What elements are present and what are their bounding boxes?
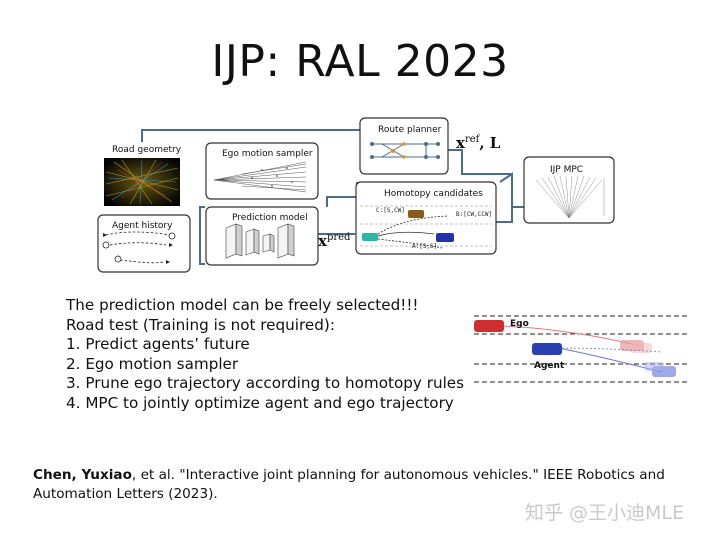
candidate-car-brown: [408, 210, 424, 218]
watermark: 知乎 @王小迪MLE: [525, 502, 685, 524]
ego-trajectory: [501, 325, 652, 353]
bullet-line: 2. Ego motion sampler: [66, 354, 239, 373]
route-planner-panel: Route planner: [359, 117, 449, 175]
citation-author: Chen, Yuxiao: [33, 467, 132, 483]
bullet-line: 3. Prune ego trajectory according to hom…: [66, 374, 465, 393]
ego-car: [474, 320, 504, 332]
bullet-line: Road test (Training is not required):: [66, 315, 335, 334]
candidate-car-blue: [436, 233, 454, 242]
bullet-line: 1. Predict agents’ future: [66, 335, 250, 354]
agent-car: [532, 343, 562, 355]
prediction-model-label: Prediction model: [232, 213, 308, 223]
homotopy-candidates-panel: Homotopy candidates C:[S,CW] B:[CW,CCW] …: [355, 181, 497, 255]
agent-label: Agent: [534, 361, 565, 371]
road-geometry-label: Road geometry: [112, 145, 182, 155]
candidate-car-teal: [362, 233, 378, 241]
agent-history-panel: Agent history: [97, 214, 191, 273]
slide-title: IJP: RAL 2023: [211, 36, 509, 87]
ijp-architecture-diagram: Road geometry Agent history: [97, 117, 615, 273]
homotopy-candidates-label: Homotopy candidates: [384, 189, 483, 199]
ego-label: Ego: [510, 319, 529, 329]
bullet-list: The prediction model can be freely selec…: [66, 296, 464, 414]
citation-rest: , et al. "Interactive joint planning for…: [33, 467, 665, 502]
bullet-line: 4. MPC to jointly optimize agent and ego…: [66, 393, 454, 412]
route-planner-label: Route planner: [378, 125, 442, 135]
ego-motion-sampler-label: Ego motion sampler: [222, 149, 313, 159]
homotopy-tag-a: A:[S,S]: [412, 243, 437, 250]
homotopy-tag-c: C:[S,CW]: [376, 207, 405, 214]
prediction-model-panel: Prediction model: [205, 206, 319, 266]
homotopy-tag-b: B:[CW,CCW]: [456, 211, 492, 218]
ijp-mpc-panel: IJP MPC: [523, 156, 615, 224]
agent-trajectory: [557, 347, 676, 377]
ijp-mpc-label: IJP MPC: [550, 165, 583, 175]
agent-history-label: Agent history: [112, 221, 173, 231]
x-ref-symbol: xref, L: [456, 134, 501, 152]
x-pred-symbol: xpred: [318, 232, 351, 250]
road-geometry-image: [104, 158, 180, 206]
ego-agent-trajectory-figure: Ego Agent: [474, 315, 688, 383]
ego-motion-sampler-panel: Ego motion sampler: [205, 142, 319, 200]
bullet-line: The prediction model can be freely selec…: [66, 296, 419, 314]
citation: Chen, Yuxiao, et al. "Interactive joint …: [33, 466, 713, 504]
